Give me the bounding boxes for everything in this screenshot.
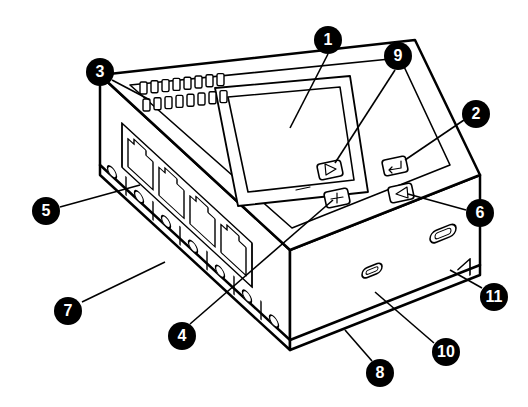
vent-slot — [187, 94, 194, 106]
vent-slot — [176, 95, 183, 107]
screen-bezel — [215, 76, 368, 206]
vent-slot — [184, 77, 191, 89]
callout-number: 8 — [366, 359, 394, 387]
vent-slot — [165, 97, 172, 109]
button-plus-icon — [331, 193, 343, 203]
side-seam — [260, 301, 262, 319]
button-right-icon — [325, 164, 336, 175]
button-left — [388, 183, 415, 204]
callout-number: 2 — [462, 100, 490, 128]
callout-number: 11 — [480, 283, 508, 311]
vent-slot — [151, 81, 158, 93]
vent-slot — [140, 82, 147, 94]
top-panel — [130, 58, 450, 228]
rj-ports — [128, 134, 246, 276]
callout-number: 6 — [466, 199, 494, 227]
leader-lines — [60, 54, 482, 361]
rj-port — [159, 162, 184, 218]
rj-port — [221, 219, 246, 275]
usb-port-inner — [366, 266, 378, 275]
side-hole — [108, 163, 117, 180]
power-port — [430, 222, 456, 244]
callout-number: 1 — [314, 26, 342, 54]
callout-number: 7 — [54, 297, 82, 325]
vent-slot — [195, 76, 202, 88]
vents — [140, 74, 227, 111]
accent-line — [296, 187, 310, 190]
side-hole — [216, 263, 225, 280]
callout-number: 4 — [168, 322, 196, 350]
button-right — [317, 160, 344, 181]
screen — [228, 87, 354, 192]
side-hole — [162, 213, 171, 230]
side-hole — [243, 288, 252, 305]
foot — [458, 259, 470, 280]
side-seam — [206, 252, 208, 270]
side-hole — [189, 238, 198, 255]
callout-number: 10 — [432, 338, 460, 366]
side-seam — [152, 202, 154, 220]
side-seam — [179, 227, 181, 245]
vent-slot — [217, 74, 224, 86]
vent-slot — [206, 75, 213, 87]
vent-slot — [198, 93, 205, 105]
button-left-icon — [396, 187, 408, 198]
rj-port — [190, 191, 215, 247]
port-panel — [122, 123, 252, 287]
usb-port — [362, 262, 382, 280]
buttons — [296, 156, 414, 209]
vent-slot — [162, 80, 169, 92]
button-enter — [382, 156, 409, 177]
vent-slot — [220, 91, 227, 103]
side-hole — [270, 313, 279, 330]
side-seam — [125, 177, 127, 195]
callout-number: 9 — [384, 42, 412, 70]
vent-slot — [173, 78, 180, 90]
callout-number: 5 — [32, 197, 60, 225]
button-enter-icon — [389, 161, 401, 173]
side-hole — [135, 188, 144, 205]
vent-slot — [154, 98, 161, 110]
callout-number: 3 — [86, 58, 114, 86]
vent-slot — [209, 92, 216, 104]
rj-port — [128, 134, 153, 190]
vent-slot — [143, 99, 150, 111]
power-port-inner — [435, 227, 451, 239]
